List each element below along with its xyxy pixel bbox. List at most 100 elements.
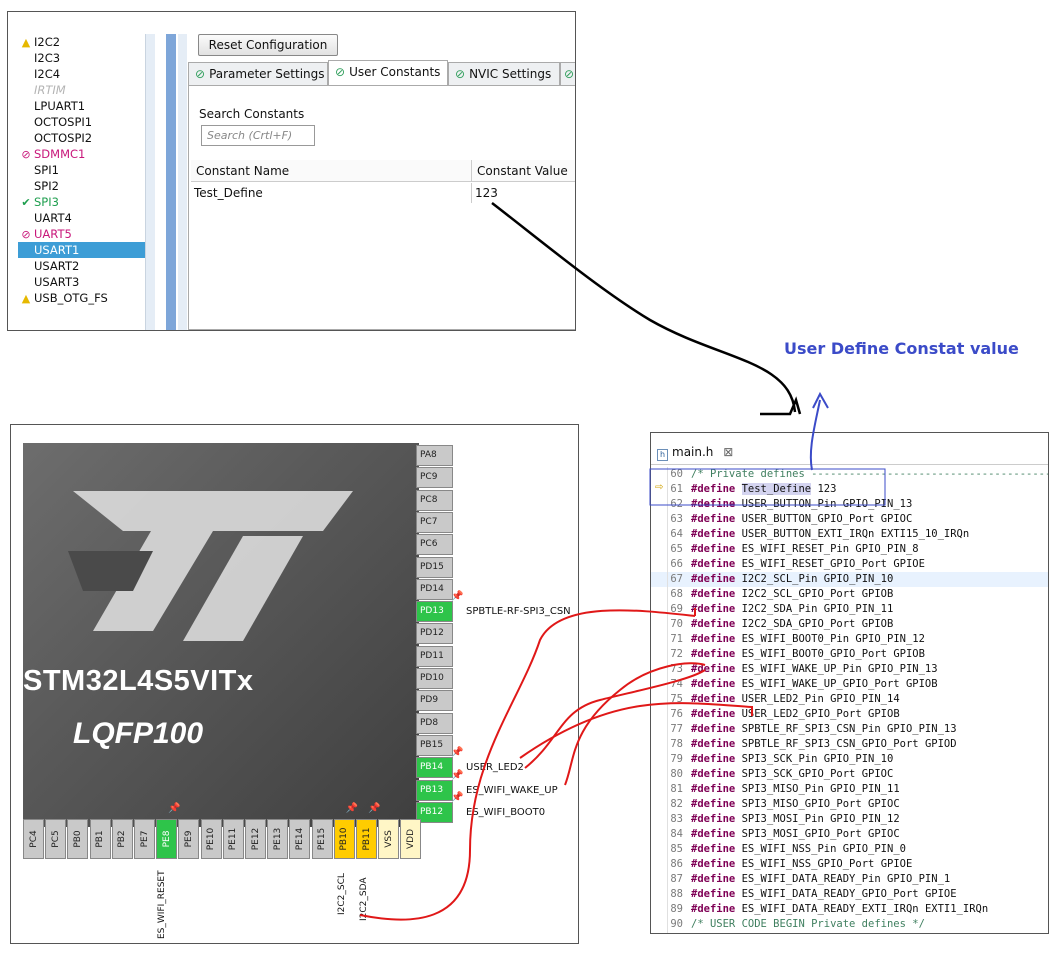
peripheral-item-spi1[interactable]: SPI1 <box>34 163 59 177</box>
code-line[interactable]: 87#define ES_WIFI_DATA_READY_Pin GPIO_PI… <box>651 872 1048 887</box>
column-header-value[interactable]: Constant Value <box>477 164 568 178</box>
close-tab-icon[interactable]: ⊠ <box>723 445 734 459</box>
splitter-bar[interactable] <box>166 34 176 330</box>
code-line[interactable]: 80#define SPI3_SCK_GPIO_Port GPIOC <box>651 767 1048 782</box>
pin-pd14[interactable]: PD14 <box>416 578 453 600</box>
peripheral-item-usart1[interactable]: USART1 <box>18 242 155 258</box>
pin-pc8[interactable]: PC8 <box>416 489 453 511</box>
pin-vss[interactable]: VSS <box>378 819 400 859</box>
pin-pb10[interactable]: PB10 <box>333 819 355 859</box>
code-line[interactable]: 78#define SPBTLE_RF_SPI3_CSN_GPIO_Port G… <box>651 737 1048 752</box>
peripheral-item-lpuart1[interactable]: LPUART1 <box>34 99 86 113</box>
peripheral-item-usb_otg_fs[interactable]: ▲USB_OTG_FS <box>18 290 155 306</box>
code-line[interactable]: 73#define ES_WIFI_WAKE_UP_Pin GPIO_PIN_1… <box>651 662 1048 677</box>
code-line[interactable]: 69#define I2C2_SDA_Pin GPIO_PIN_11 <box>651 602 1048 617</box>
pin-pe10[interactable]: PE10 <box>200 819 222 859</box>
peripheral-item-sdmmc1[interactable]: ⊘SDMMC1 <box>18 146 155 162</box>
pin-pd11[interactable]: PD11 <box>416 645 453 667</box>
pin-pe9[interactable]: PE9 <box>178 819 200 859</box>
peripheral-item-i2c4[interactable]: I2C4 <box>34 67 61 81</box>
code-line[interactable]: 72#define ES_WIFI_BOOT0_GPIO_Port GPIOB <box>651 647 1048 662</box>
peripheral-item-uart5[interactable]: ⊘UART5 <box>18 226 155 242</box>
code-line[interactable]: 85#define ES_WIFI_NSS_Pin GPIO_PIN_0 <box>651 842 1048 857</box>
peripheral-item-spi3[interactable]: ✔SPI3 <box>18 194 155 210</box>
tab-user-constants[interactable]: ⊘User Constants <box>328 60 448 86</box>
code-line[interactable]: 83#define SPI3_MOSI_Pin GPIO_PIN_12 <box>651 812 1048 827</box>
peripheral-item-octospi1[interactable]: OCTOSPI1 <box>34 115 93 129</box>
peripheral-item-usart3[interactable]: USART3 <box>34 275 80 289</box>
code-line[interactable]: 82#define SPI3_MISO_GPIO_Port GPIOC <box>651 797 1048 812</box>
pin-pd8[interactable]: PD8 <box>416 712 453 734</box>
pin-pb1[interactable]: PB1 <box>89 819 111 859</box>
code-line[interactable]: 63#define USER_BUTTON_GPIO_Port GPIOC <box>651 512 1048 527</box>
pin-pd15[interactable]: PD15 <box>416 556 453 578</box>
code-line[interactable]: 84#define SPI3_MOSI_GPIO_Port GPIOC <box>651 827 1048 842</box>
code-line[interactable]: 89#define ES_WIFI_DATA_READY_EXTI_IRQn E… <box>651 902 1048 917</box>
code-line[interactable]: 77#define SPBTLE_RF_SPI3_CSN_Pin GPIO_PI… <box>651 722 1048 737</box>
pin-pe11[interactable]: PE11 <box>222 819 244 859</box>
pin-pb13[interactable]: PB13 <box>416 779 453 801</box>
pin-pd12[interactable]: PD12 <box>416 623 453 645</box>
pin-pd13[interactable]: PD13 <box>416 601 453 623</box>
pin-pb14[interactable]: PB14 <box>416 757 453 779</box>
code-area[interactable]: 60/* Private defines -------------------… <box>651 467 1048 933</box>
peripheral-item-i2c3[interactable]: I2C3 <box>34 51 61 65</box>
code-line[interactable]: 68#define I2C2_SCL_GPIO_Port GPIOB <box>651 587 1048 602</box>
tab-nvic-settings[interactable]: ⊘NVIC Settings <box>448 62 560 86</box>
code-line[interactable]: 81#define SPI3_MISO_Pin GPIO_PIN_11 <box>651 782 1048 797</box>
column-header-name[interactable]: Constant Name <box>196 164 290 178</box>
pin-pb0[interactable]: PB0 <box>67 819 89 859</box>
search-constants-input[interactable]: Search (Crtl+F) <box>201 125 315 146</box>
code-line[interactable]: 86#define ES_WIFI_NSS_GPIO_Port GPIOE <box>651 857 1048 872</box>
pin-pc7[interactable]: PC7 <box>416 511 453 533</box>
pin-pe13[interactable]: PE13 <box>267 819 289 859</box>
peripheral-item-octospi2[interactable]: OCTOSPI2 <box>34 131 93 145</box>
splitter-track[interactable] <box>178 34 187 330</box>
pin-pb15[interactable]: PB15 <box>416 734 453 756</box>
constant-name-cell[interactable]: Test_Define <box>194 186 263 200</box>
code-line[interactable]: 90/* USER CODE BEGIN Private defines */ <box>651 917 1048 932</box>
code-line[interactable]: 60/* Private defines -------------------… <box>651 467 1048 482</box>
tab-parameter-settings[interactable]: ⊘Parameter Settings <box>188 62 328 86</box>
pin-pd10[interactable]: PD10 <box>416 668 453 689</box>
pin-vdd[interactable]: VDD <box>400 819 422 859</box>
pin-pe8[interactable]: PE8 <box>156 819 178 859</box>
code-line[interactable]: 70#define I2C2_SDA_GPIO_Port GPIOB <box>651 617 1048 632</box>
code-line[interactable]: 76#define USER_LED2_GPIO_Port GPIOB <box>651 707 1048 722</box>
code-line[interactable]: 66#define ES_WIFI_RESET_GPIO_Port GPIOE <box>651 557 1048 572</box>
peripheral-item-i2c2[interactable]: ▲I2C2 <box>18 34 155 50</box>
peripheral-list-scrollbar[interactable] <box>145 34 155 330</box>
pin-pc4[interactable]: PC4 <box>23 819 44 859</box>
pin-pa8[interactable]: PA8 <box>416 445 453 466</box>
pin-pc5[interactable]: PC5 <box>45 819 67 859</box>
chip-body[interactable]: STM32L4S5VITx LQFP100 <box>23 443 419 827</box>
pin-pb12[interactable]: PB12 <box>416 801 453 823</box>
table-row[interactable]: Test_Define 123 <box>191 183 575 203</box>
reset-configuration-button[interactable]: Reset Configuration <box>198 34 338 56</box>
code-line[interactable]: 64#define USER_BUTTON_EXTI_IRQn EXTI15_1… <box>651 527 1048 542</box>
peripheral-item-irtim[interactable]: IRTIM <box>34 83 66 97</box>
code-line[interactable]: 75#define USER_LED2_Pin GPIO_PIN_14 <box>651 692 1048 707</box>
code-line[interactable]: 61#define Test_Define 123 <box>651 482 1048 497</box>
peripheral-item-usart2[interactable]: USART2 <box>34 259 80 273</box>
pin-pc9[interactable]: PC9 <box>416 467 453 489</box>
constant-value-cell[interactable]: 123 <box>475 186 498 200</box>
code-line[interactable]: 74#define ES_WIFI_WAKE_UP_GPIO_Port GPIO… <box>651 677 1048 692</box>
tab-overflow[interactable]: ⊘ <box>560 62 575 86</box>
code-line[interactable]: 62#define USER_BUTTON_Pin GPIO_PIN_13 <box>651 497 1048 512</box>
pin-pe14[interactable]: PE14 <box>289 819 311 859</box>
pin-pe7[interactable]: PE7 <box>134 819 155 859</box>
pin-pb2[interactable]: PB2 <box>111 819 133 859</box>
peripheral-item-uart4[interactable]: UART4 <box>34 211 72 225</box>
code-line[interactable]: 71#define ES_WIFI_BOOT0_Pin GPIO_PIN_12 <box>651 632 1048 647</box>
pin-pb11[interactable]: PB11 <box>356 819 377 859</box>
pin-pd9[interactable]: PD9 <box>416 690 453 712</box>
code-line[interactable]: 88#define ES_WIFI_DATA_READY_GPIO_Port G… <box>651 887 1048 902</box>
code-line[interactable]: 79#define SPI3_SCK_Pin GPIO_PIN_10 <box>651 752 1048 767</box>
code-line[interactable]: 65#define ES_WIFI_RESET_Pin GPIO_PIN_8 <box>651 542 1048 557</box>
code-line[interactable]: 67#define I2C2_SCL_Pin GPIO_PIN_10 <box>651 572 1048 587</box>
peripheral-item-spi2[interactable]: SPI2 <box>34 179 59 193</box>
pin-pe12[interactable]: PE12 <box>245 819 266 859</box>
pin-pc6[interactable]: PC6 <box>416 534 453 556</box>
